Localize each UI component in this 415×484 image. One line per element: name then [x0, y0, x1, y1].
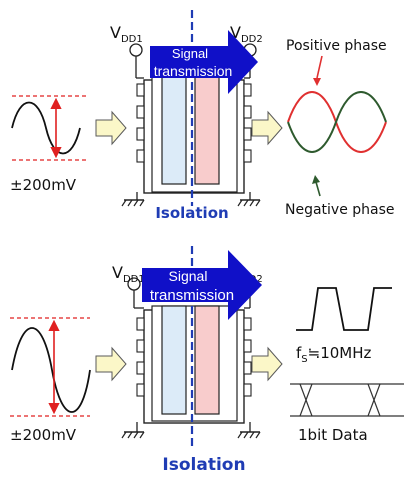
top-pin-right-3: [243, 127, 252, 141]
bottom-pin-right-2: [243, 339, 252, 353]
bottom-pin-left-4: [136, 383, 145, 397]
positive-phase-pointer-head: [313, 78, 321, 86]
negative-phase-label: Negative phase: [285, 202, 395, 218]
top-vdd2-label: VDD2: [230, 23, 263, 45]
bottom-output-die: [194, 305, 220, 415]
bottom-input-amplitude-label: ±200mV: [10, 426, 77, 444]
bit-data-eye-pattern: [290, 383, 404, 417]
bottom-pin-left-3: [136, 361, 145, 375]
top-vdd1-terminal: VDD1: [110, 23, 144, 79]
top-pin-left-4: [136, 149, 145, 163]
bottom-pin-right-4: [243, 383, 252, 397]
bottom-vdd1-label: VDD1: [112, 263, 145, 285]
top-pin-left-3: [136, 127, 145, 141]
bottom-ic-package: [136, 305, 252, 424]
bottom-vdd1-supply-terminal-icon: [127, 277, 141, 291]
bottom-pin-left-1: [136, 317, 145, 331]
negative-phase-wave: [287, 91, 387, 153]
bottom-ground-right-icon: [237, 422, 261, 439]
bottom-input-direction-arrow-icon: [95, 346, 127, 382]
negative-phase-pointer-head: [312, 175, 320, 184]
bottom-vdd1-terminal: VDD1: [112, 263, 145, 309]
top-pin-right-1: [243, 83, 252, 97]
top-pin-right-2: [243, 105, 252, 119]
top-input-sine-wave: [11, 101, 81, 155]
clock-pulse-waveform: [296, 287, 392, 331]
top-arrow-label-line2: transmission: [154, 63, 233, 79]
bottom-input-sine-wave: [11, 327, 91, 413]
bit-data-label: 1bit Data: [298, 426, 368, 444]
bottom-ground-left-icon: [121, 422, 145, 439]
bottom-signal-transmission-arrow-icon: [142, 250, 262, 320]
bottom-panel: ±200mV VDD1: [10, 246, 404, 475]
bottom-input-signal: ±200mV: [10, 317, 91, 444]
top-isolation-label: Isolation: [155, 204, 228, 222]
bottom-arrow-label-line1: Signal: [169, 268, 208, 284]
top-input-signal: ±200mV: [10, 95, 88, 194]
top-signal-transmission-arrow-icon: [150, 30, 258, 94]
positive-phase-label: Positive phase: [286, 38, 387, 54]
top-pin-right-4: [243, 149, 252, 163]
top-output-die: [194, 75, 220, 185]
top-pin-left-1: [136, 83, 145, 97]
bottom-output-direction-arrow-icon: [251, 346, 283, 382]
bottom-pin-left-2: [136, 339, 145, 353]
top-panel: ±200mV VDD1: [10, 10, 395, 222]
bottom-arrow-label-line2: transmission: [150, 287, 234, 304]
bottom-pin-right-3: [243, 361, 252, 375]
bottom-isolation-label: Isolation: [162, 455, 245, 475]
top-pin-left-2: [136, 105, 145, 119]
negative-phase-pointer: [315, 181, 321, 197]
top-arrow-label-line1: Signal: [172, 46, 208, 61]
top-ground-right-icon: [237, 192, 261, 207]
bottom-pin-right-1: [243, 317, 252, 331]
sampling-frequency-label: fS≒10MHz: [296, 344, 372, 365]
top-ground-left-icon: [121, 192, 145, 207]
top-vdd1-supply-terminal-icon: [129, 43, 143, 57]
top-differential-output: Positive phase Negative phase: [285, 38, 395, 218]
top-vdd1-label: VDD1: [110, 23, 143, 45]
top-input-die: [161, 75, 187, 185]
top-input-amplitude-label: ±200mV: [10, 176, 77, 194]
top-ic-package: [136, 75, 252, 194]
positive-phase-pointer: [316, 55, 323, 79]
bottom-input-die: [161, 305, 187, 415]
top-input-direction-arrow-icon: [95, 110, 127, 146]
top-output-direction-arrow-icon: [251, 110, 283, 146]
